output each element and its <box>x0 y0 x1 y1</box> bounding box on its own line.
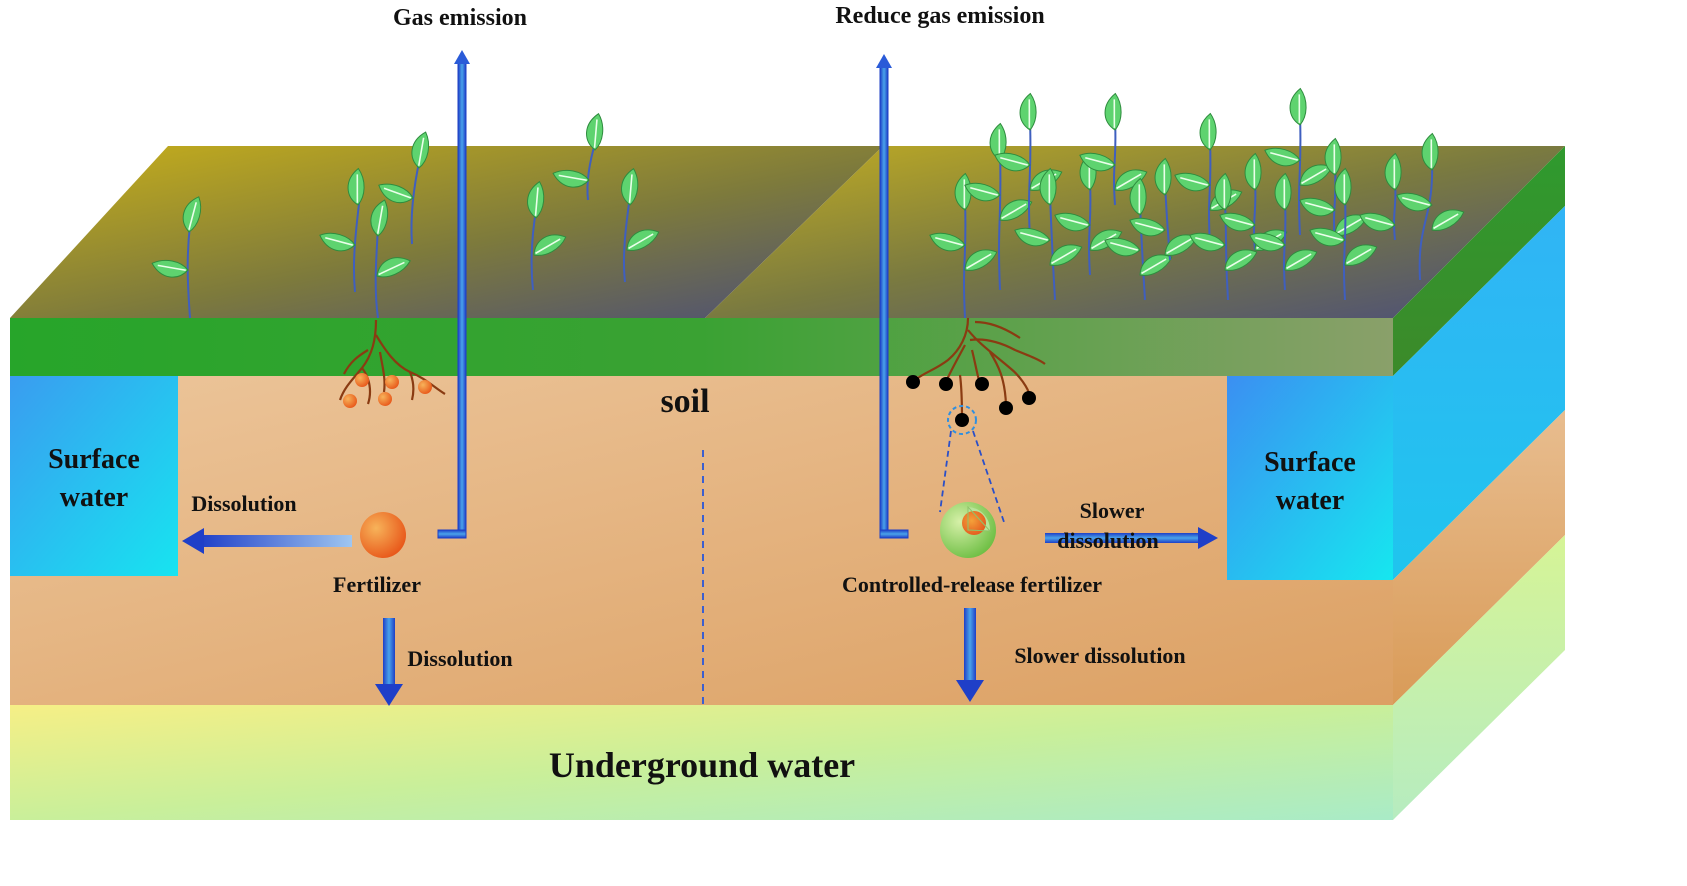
underground-water-layer <box>10 705 1393 820</box>
slower-dissolution-down-label: Slower dissolution <box>1014 643 1185 668</box>
slower-dissolution-right-label-line2: dissolution <box>1057 528 1159 553</box>
fertilizer-granules-left <box>343 373 432 408</box>
underground-water-label: Underground water <box>549 745 855 785</box>
soil-label: soil <box>660 383 709 420</box>
plant <box>1246 171 1321 291</box>
magnify-circle <box>947 405 977 435</box>
gas-emission-arrow <box>437 50 470 539</box>
plant <box>961 121 1036 291</box>
slower-dissolution-right-label-line1: Slower <box>1080 498 1145 523</box>
slower-dissolution-right-arrow <box>1045 527 1218 549</box>
plant <box>1393 131 1468 281</box>
surface-water-right-label-line1: Surface <box>1264 447 1356 478</box>
side-face-ground <box>1393 535 1565 820</box>
surface-water-left-label-line2: water <box>60 482 128 513</box>
fertilizer-label: Fertilizer <box>333 572 421 597</box>
gas-emission-label: Gas emission <box>393 5 527 31</box>
plant <box>522 179 570 291</box>
dissolution-down-label: Dissolution <box>407 646 512 671</box>
surface-water-left <box>10 376 178 576</box>
side-face-grass <box>1393 146 1565 376</box>
grass-layer <box>10 318 1393 376</box>
plant <box>364 196 414 319</box>
fertilizer-granule <box>360 512 406 558</box>
plant <box>148 193 209 319</box>
dissolution-left-arrow <box>182 528 352 554</box>
plant <box>1011 166 1086 301</box>
magnify-line-right <box>972 430 1006 526</box>
plants-left <box>148 111 663 319</box>
slower-dissolution-down-arrow <box>956 608 984 702</box>
side-face-soil <box>1393 410 1565 705</box>
plant <box>1171 111 1246 246</box>
surface-water-right-label-line2: water <box>1276 485 1344 516</box>
plant <box>549 111 609 201</box>
plant <box>316 166 369 293</box>
side-face-water <box>1393 206 1565 580</box>
surface-water-right <box>1227 376 1393 580</box>
plant <box>926 171 1001 319</box>
plant <box>374 128 436 245</box>
roots-left <box>338 319 446 405</box>
dissolution-left-label: Dissolution <box>191 491 296 516</box>
reduce-gas-emission-arrow <box>876 54 909 539</box>
plant <box>1261 86 1336 236</box>
plant <box>991 91 1066 241</box>
plants-right <box>926 86 1468 319</box>
dissolution-down-arrow <box>375 618 403 706</box>
top-surface-left <box>10 146 883 318</box>
plant <box>1126 156 1201 261</box>
magnify-line-left <box>939 430 952 513</box>
plant <box>1076 91 1151 206</box>
nutrient-particles-right <box>906 375 1036 427</box>
plant <box>616 166 663 283</box>
surface-water-left-label-line1: Surface <box>48 444 140 475</box>
controlled-release-fertilizer-granule <box>940 502 996 558</box>
plant <box>1306 166 1381 301</box>
plant <box>1051 151 1126 276</box>
reduce-gas-emission-label: Reduce gas emission <box>835 3 1044 29</box>
controlled-release-fertilizer-label: Controlled-release fertilizer <box>842 572 1102 597</box>
plant <box>1356 151 1406 241</box>
